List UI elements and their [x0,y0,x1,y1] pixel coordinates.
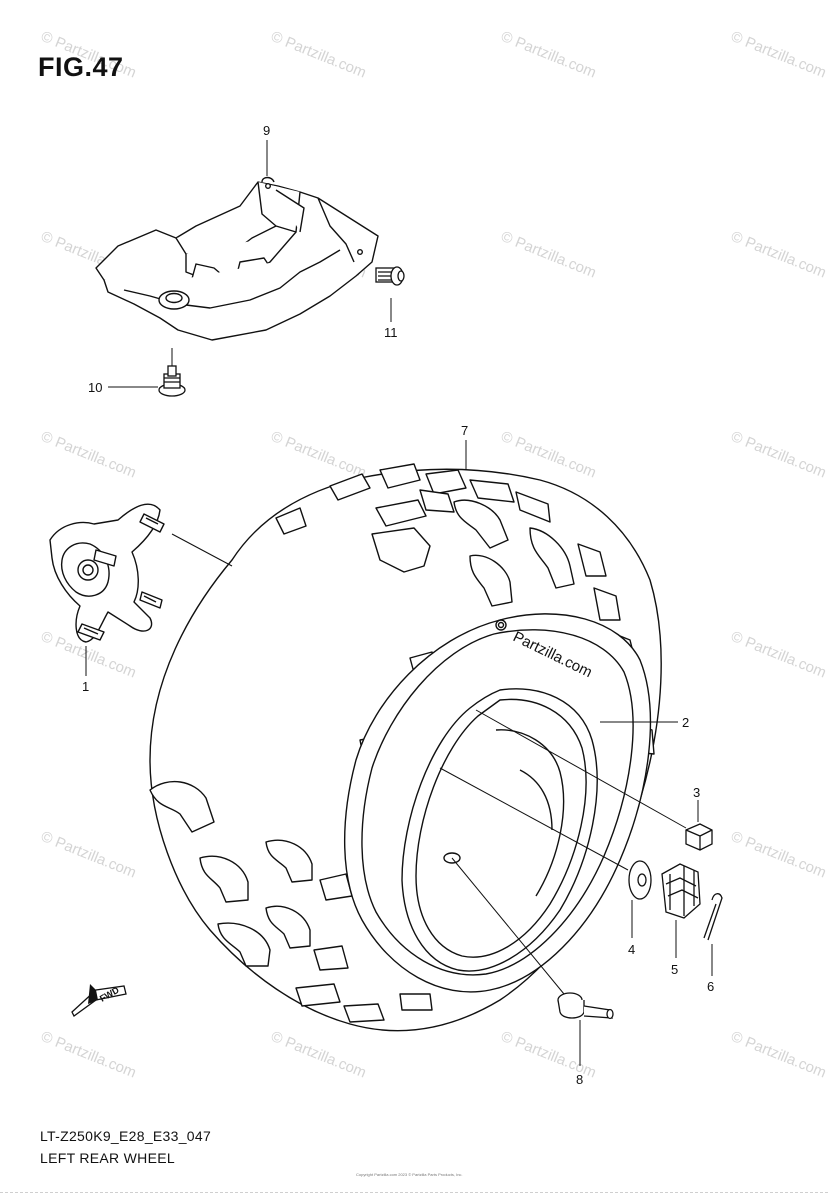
figure-title: FIG.47 [38,52,124,82]
part-11-bolt[interactable] [375,266,405,286]
fwd-arrow-icon: FWD [71,984,127,1017]
watermark-text: © Partzilla.com [729,228,828,282]
watermark-text: © Partzilla.com [269,28,369,82]
callout-9: 9 [263,123,270,138]
part-5-castle-nut[interactable] [661,863,701,919]
watermark-text: © Partzilla.com [39,828,139,882]
part-8-valve-stem[interactable] [557,992,614,1020]
callout-5: 5 [671,962,678,977]
figure-caption: LEFT REAR WHEEL [40,1150,175,1166]
part-7-tire[interactable] [149,463,662,1032]
part-6-cotter-pin[interactable] [703,893,723,941]
copyright-notice: Copyright Partzilla.com 2023 © Partzilla… [356,1172,463,1177]
part-10-bolt[interactable] [158,365,186,397]
callout-10: 10 [88,380,102,395]
watermark-text: © Partzilla.com [39,428,139,482]
callout-8: 8 [576,1072,583,1087]
watermark-text: © Partzilla.com [499,228,599,282]
watermark-text: © Partzilla.com [499,1028,599,1082]
callout-11: 11 [384,325,398,340]
bottom-rule [0,1192,828,1193]
watermark-text: © Partzilla.com [269,428,369,482]
watermark-text: © Partzilla.com [729,628,828,682]
watermark-text: © Partzilla.com [269,1028,369,1082]
part-3-nut[interactable] [685,823,713,851]
leader-lines [85,140,713,1066]
watermark-text: © Partzilla.com [729,1028,828,1082]
part-9-skid-plate[interactable] [95,176,379,341]
watermark-text: © Partzilla.com [499,28,599,82]
watermark-text: © Partzilla.com [39,1028,139,1082]
callout-7: 7 [461,423,468,438]
callout-2: 2 [682,715,689,730]
callout-4: 4 [628,942,635,957]
callout-3: 3 [693,785,700,800]
callout-1: 1 [82,679,89,694]
watermark-text: © Partzilla.com [729,828,828,882]
watermark-text: © Partzilla.com [729,428,828,482]
part-1-hub[interactable] [49,503,165,643]
watermark-text: © Partzilla.com [729,28,828,82]
model-code: LT-Z250K9_E28_E33_047 [40,1128,212,1144]
part-4-washer[interactable] [628,860,652,900]
watermark-text: © Partzilla.com [499,428,599,482]
callout-labels: 1 2 3 4 5 6 7 8 9 10 11 [82,123,714,1087]
callout-6: 6 [707,979,714,994]
